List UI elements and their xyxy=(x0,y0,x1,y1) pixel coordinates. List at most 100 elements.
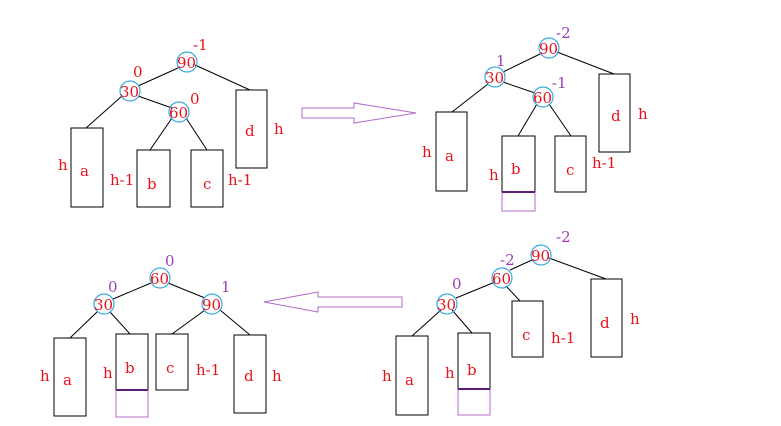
height-a: h xyxy=(382,367,392,385)
subtree-a xyxy=(70,127,104,208)
subtree-c-label: c xyxy=(522,326,530,344)
subtree-c xyxy=(155,333,189,391)
height-c: h-1 xyxy=(592,154,616,172)
subtree-a xyxy=(435,111,468,192)
subtree-a-label: a xyxy=(63,371,72,389)
edge-60-c xyxy=(185,117,208,151)
node-30-label: 30 xyxy=(485,69,504,87)
height-a: h xyxy=(58,156,68,174)
node-90-ring xyxy=(176,51,198,73)
edge-30-a xyxy=(451,83,489,113)
subtree-b-extra-level xyxy=(457,388,491,416)
edge-30-a xyxy=(411,309,442,337)
height-c: h-1 xyxy=(196,361,220,379)
height-a: h xyxy=(40,367,50,385)
node-30-ring xyxy=(119,80,141,102)
subtree-c-label: c xyxy=(203,175,211,193)
panel-2-imbalanced: 90 30 60 -2 1 -1 a b c d h h h-1 h xyxy=(422,24,648,212)
node-90-label: 90 xyxy=(539,40,558,58)
left-arrow xyxy=(263,291,403,313)
edge-30-b xyxy=(451,309,473,334)
edge-60-90 xyxy=(167,282,206,299)
height-c: h-1 xyxy=(551,329,575,347)
balance-30: 0 xyxy=(452,275,462,293)
edge-90-d xyxy=(219,309,251,336)
subtree-b xyxy=(115,333,149,391)
subtree-a-label: a xyxy=(405,371,414,389)
subtree-b xyxy=(136,149,171,208)
balance-30: 1 xyxy=(496,52,506,70)
subtree-b-label: b xyxy=(147,175,157,193)
subtree-d-label: d xyxy=(245,122,255,140)
balance-90: -2 xyxy=(556,24,571,42)
node-60-label: 60 xyxy=(533,89,552,107)
subtree-a-label: a xyxy=(80,162,89,180)
node-60-ring xyxy=(532,86,554,108)
height-d: h xyxy=(274,120,284,138)
node-30-label: 30 xyxy=(437,296,456,314)
height-d: h xyxy=(638,105,648,123)
subtree-d-label: d xyxy=(244,367,254,385)
node-90-label: 90 xyxy=(531,247,550,265)
node-30-ring xyxy=(484,66,506,88)
edge-90-60 xyxy=(509,259,533,271)
node-90-ring xyxy=(201,293,223,315)
node-30-label: 30 xyxy=(94,296,113,314)
edge-60-c xyxy=(505,285,521,302)
edge-90-d xyxy=(556,51,615,75)
edge-60-30 xyxy=(455,281,496,299)
edge-60-30 xyxy=(112,282,152,300)
node-60-label: 60 xyxy=(492,270,511,288)
panel-1-before: 90 30 60 -1 0 0 a b c d h h-1 h-1 h xyxy=(58,36,284,208)
edge-60-c xyxy=(548,103,572,137)
subtree-c-label: c xyxy=(566,161,574,179)
subtree-a xyxy=(395,335,429,416)
edge-60-b xyxy=(149,117,173,151)
panel-3-after-left-rotation: 90 60 30 -2 -2 0 a b c d h h h-1 h xyxy=(382,228,640,416)
node-60-ring xyxy=(149,267,171,289)
subtree-d-label: d xyxy=(600,314,610,332)
subtree-c-label: c xyxy=(166,359,174,377)
right-arrow xyxy=(301,102,417,124)
edge-90-30 xyxy=(502,53,541,73)
subtree-a-label: a xyxy=(445,147,454,165)
subtree-b-extra-level xyxy=(115,389,149,418)
subtree-c xyxy=(190,149,224,208)
subtree-a xyxy=(53,337,87,417)
node-60-ring xyxy=(168,101,190,123)
balance-90: 1 xyxy=(221,278,231,296)
subtree-d xyxy=(590,278,623,358)
node-60-label: 60 xyxy=(150,270,169,288)
balance-90: -2 xyxy=(556,228,571,246)
edge-90-c xyxy=(171,309,206,335)
edge-90-30 xyxy=(137,67,179,87)
subtree-d xyxy=(235,89,268,169)
subtree-b-label: b xyxy=(467,361,477,379)
height-b: h xyxy=(445,364,455,382)
subtree-b xyxy=(501,135,536,193)
node-90-label: 90 xyxy=(177,54,196,72)
height-b: h xyxy=(489,166,499,184)
subtree-b-label: b xyxy=(125,359,135,377)
node-90-ring xyxy=(538,37,560,59)
subtree-d-label: d xyxy=(611,107,621,125)
balance-30: 0 xyxy=(108,278,118,296)
edge-30-b xyxy=(109,311,131,335)
balance-60: -1 xyxy=(552,74,567,92)
edge-30-60 xyxy=(502,81,536,94)
node-30-label: 30 xyxy=(120,83,139,101)
node-60-ring xyxy=(491,267,513,289)
height-d: h xyxy=(272,367,282,385)
balance-90: -1 xyxy=(193,36,208,54)
node-90-ring xyxy=(530,244,552,266)
subtree-c xyxy=(511,300,544,358)
node-60-label: 60 xyxy=(169,104,188,122)
edge-60-b xyxy=(517,103,538,137)
node-30-ring xyxy=(436,293,458,315)
balance-30: 0 xyxy=(133,63,143,81)
height-b: h xyxy=(103,364,113,382)
edge-30-60 xyxy=(137,95,173,109)
subtree-d xyxy=(233,334,267,414)
